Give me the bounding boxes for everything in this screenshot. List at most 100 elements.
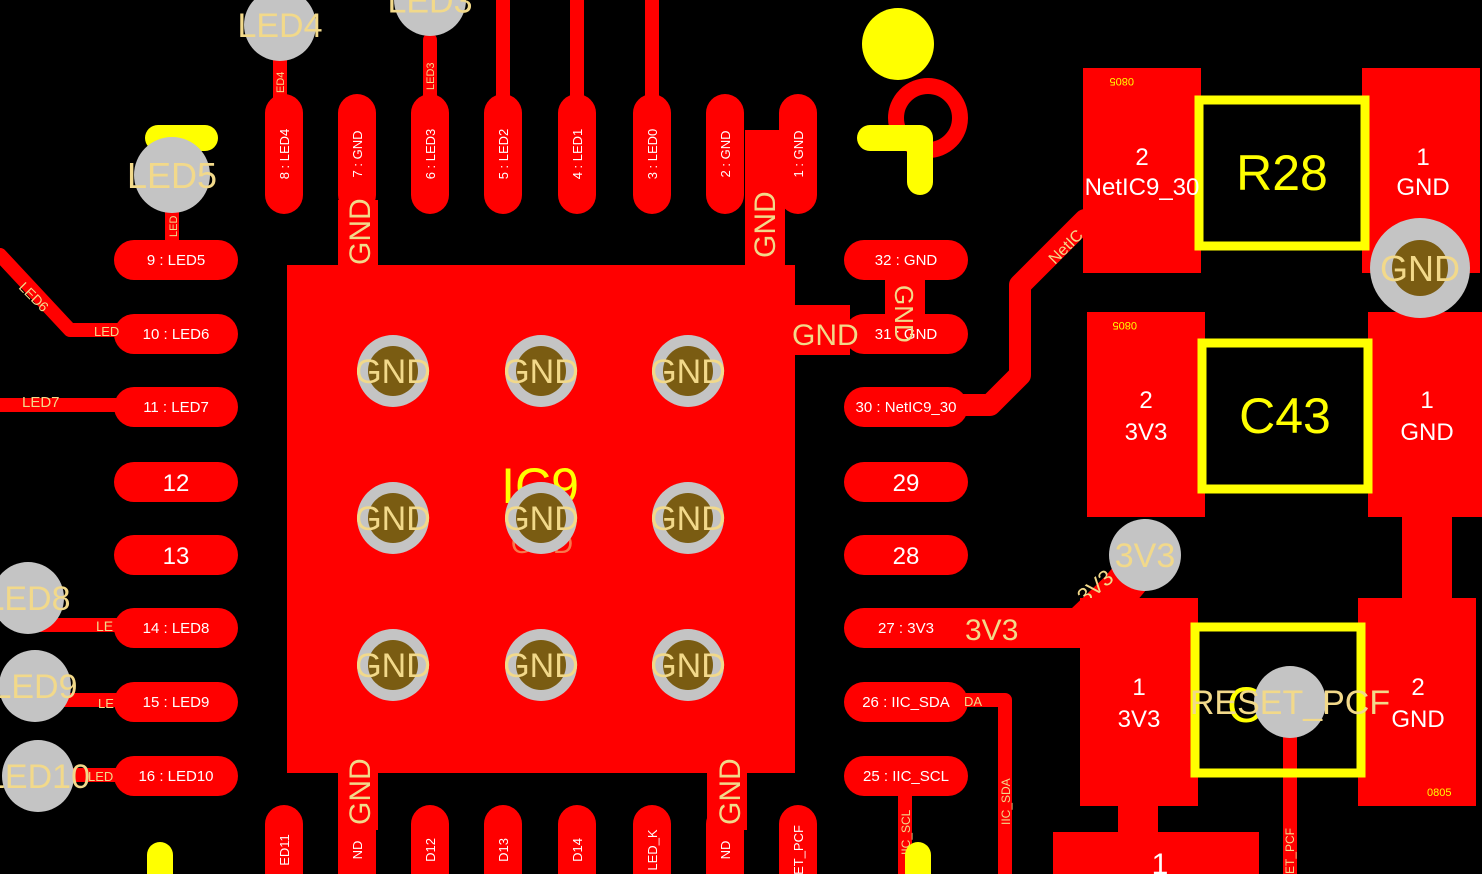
ic9-left-pad[interactable]: 13 <box>114 535 238 575</box>
c-bottom-footprint[interactable]: C 0805 1 3V3 2 GND <box>1080 598 1476 806</box>
ic9-left-pad-shape[interactable] <box>114 462 238 502</box>
ic9-left-pad[interactable]: 12 <box>114 462 238 502</box>
ic9-left-pad[interactable]: 15 : LED9 <box>114 682 238 722</box>
ic9-bottom-pad[interactable]: D12 <box>411 805 449 874</box>
ic9-top-pad[interactable]: 7 : GND <box>338 94 376 214</box>
c43-footprint[interactable]: C43 0805 2 3V3 1 GND <box>1087 312 1482 517</box>
via-reset-pcf[interactable]: RESET_PCF <box>1190 666 1390 738</box>
trace-led6[interactable] <box>0 248 127 337</box>
via-led8[interactable]: LED8 <box>0 562 71 634</box>
ic9-left-pad[interactable]: 14 : LED8 <box>114 608 238 648</box>
ic9-bottom-pad[interactable]: D14 <box>558 805 596 874</box>
ic9-top-pad-shape[interactable] <box>484 94 522 214</box>
ic9-right-pad[interactable]: 32 : GND <box>844 240 968 280</box>
trace-net30[interactable] <box>949 209 1096 416</box>
c43-pad-1[interactable] <box>1368 312 1482 517</box>
r28-pad-2[interactable] <box>1083 68 1201 273</box>
ic9-bottom-pad[interactable]: LED_K <box>633 805 671 874</box>
ic9-right-pad[interactable]: 25 : IIC_SCL <box>844 756 968 796</box>
ic9-bottom-pad-shape[interactable] <box>411 805 449 874</box>
thermal-via[interactable]: GND <box>355 482 431 554</box>
ic9-right-pad[interactable]: 29 <box>844 462 968 502</box>
via-led5[interactable]: LED5 <box>127 137 217 213</box>
ic9-top-pad[interactable]: 5 : LED2 <box>484 94 522 214</box>
ic9-right-pad-shape[interactable] <box>844 756 968 796</box>
ic9-right-pad[interactable]: 31 : GND <box>844 314 968 354</box>
ic9-right-pad[interactable]: 28 <box>844 535 968 575</box>
ic9-footprint[interactable]: IC9 GND <box>287 130 925 830</box>
ic9-right-pad-shape[interactable] <box>844 682 968 722</box>
thermal-via[interactable]: GND <box>355 629 431 701</box>
thermal-via[interactable]: GND <box>503 629 579 701</box>
c-bottom-pad-1[interactable] <box>1080 598 1198 806</box>
ic9-right-pad-shape[interactable] <box>844 462 968 502</box>
thermal-via[interactable]: GND <box>503 482 579 554</box>
ic9-left-pad[interactable]: 11 : LED7 <box>114 387 238 427</box>
c43-pad1-number: 1 <box>1420 387 1433 414</box>
c-bottom-pad-2[interactable] <box>1358 598 1476 806</box>
partial-pad[interactable] <box>1053 832 1259 874</box>
ic9-right-pad-shape[interactable] <box>844 608 968 648</box>
via-gnd[interactable]: GND <box>1370 218 1470 318</box>
ic9-right-pad[interactable]: 26 : IIC_SDA <box>844 682 968 722</box>
via-3v3[interactable]: 3V3 <box>1109 519 1181 591</box>
c-bottom-pad2-number: 2 <box>1411 674 1424 701</box>
ic9-left-pad-shape[interactable] <box>114 608 238 648</box>
via-led3[interactable]: LED3 <box>387 0 473 36</box>
ic9-right-pad-shape[interactable] <box>844 535 968 575</box>
ic9-top-pad-shape[interactable] <box>558 94 596 214</box>
ic9-top-pad-shape[interactable] <box>706 94 744 214</box>
ic9-bottom-pad-shape[interactable] <box>706 805 744 874</box>
ic9-top-pad[interactable]: 8 : LED4 <box>265 94 303 214</box>
ic9-bottom-pad[interactable]: D13 <box>484 805 522 874</box>
ic9-left-pad-shape[interactable] <box>114 314 238 354</box>
ic9-left-pad-shape[interactable] <box>114 240 238 280</box>
ic9-left-pad-shape[interactable] <box>114 756 238 796</box>
ic9-bottom-pad[interactable]: ND <box>706 805 744 874</box>
ic9-top-pad[interactable]: 1 : GND <box>779 94 817 214</box>
partial-pad-bottom[interactable]: 1 <box>1053 832 1259 874</box>
ic9-bottom-pad-shape[interactable] <box>265 805 303 874</box>
c43-pad-2[interactable] <box>1087 312 1205 517</box>
ic9-bottom-pad[interactable]: ND <box>338 805 376 874</box>
ic9-left-pad[interactable]: 10 : LED6 <box>114 314 238 354</box>
via-led4[interactable]: LED4 <box>237 0 323 61</box>
thermal-via[interactable]: GND <box>650 482 726 554</box>
ic9-bottom-pad[interactable]: ED11 <box>265 805 303 874</box>
ic9-right-pad-shape[interactable] <box>844 240 968 280</box>
ic9-top-pad[interactable]: 3 : LED0 <box>633 94 671 214</box>
thermal-via[interactable]: GND <box>650 335 726 407</box>
ic9-bottom-pad-shape[interactable] <box>633 805 671 874</box>
thermal-via-net: GND <box>355 353 431 391</box>
ic9-left-pad-shape[interactable] <box>114 387 238 427</box>
ic9-bottom-pad-shape[interactable] <box>779 805 817 874</box>
ic9-left-pad[interactable]: 16 : LED10 <box>114 756 238 796</box>
ic9-right-pad[interactable]: 27 : 3V3 <box>844 608 968 648</box>
ic9-top-pad-shape[interactable] <box>411 94 449 214</box>
ic9-top-pad-shape[interactable] <box>338 94 376 214</box>
ic9-bottom-pad-shape[interactable] <box>338 805 376 874</box>
ic9-top-pad-shape[interactable] <box>265 94 303 214</box>
thermal-via[interactable]: GND <box>503 335 579 407</box>
thermal-via-hole <box>663 493 713 543</box>
thermal-via-hole <box>516 640 566 690</box>
via-led10[interactable]: LED10 <box>0 740 90 812</box>
ic9-top-pad[interactable]: 2 : GND <box>706 94 744 214</box>
thermal-via[interactable]: GND <box>355 335 431 407</box>
ic9-bottom-pad[interactable]: ET_PCF <box>779 805 817 874</box>
ic9-right-pad-shape[interactable] <box>844 314 968 354</box>
ic9-top-pad[interactable]: 6 : LED3 <box>411 94 449 214</box>
ic9-left-pad[interactable]: 9 : LED5 <box>114 240 238 280</box>
ic9-bottom-pad-shape[interactable] <box>558 805 596 874</box>
ic9-right-pad-shape[interactable] <box>844 387 968 427</box>
ic9-left-pad-shape[interactable] <box>114 535 238 575</box>
via-led9[interactable]: LED9 <box>0 650 78 722</box>
ic9-top-pad-shape[interactable] <box>779 94 817 214</box>
ic9-bottom-pad-shape[interactable] <box>484 805 522 874</box>
ic9-top-pad-shape[interactable] <box>633 94 671 214</box>
thermal-via[interactable]: GND <box>650 629 726 701</box>
ic9-right-pad[interactable]: 30 : NetIC9_30 <box>844 387 968 427</box>
ic9-top-pad[interactable]: 4 : LED1 <box>558 94 596 214</box>
ic9-left-pad-shape[interactable] <box>114 682 238 722</box>
